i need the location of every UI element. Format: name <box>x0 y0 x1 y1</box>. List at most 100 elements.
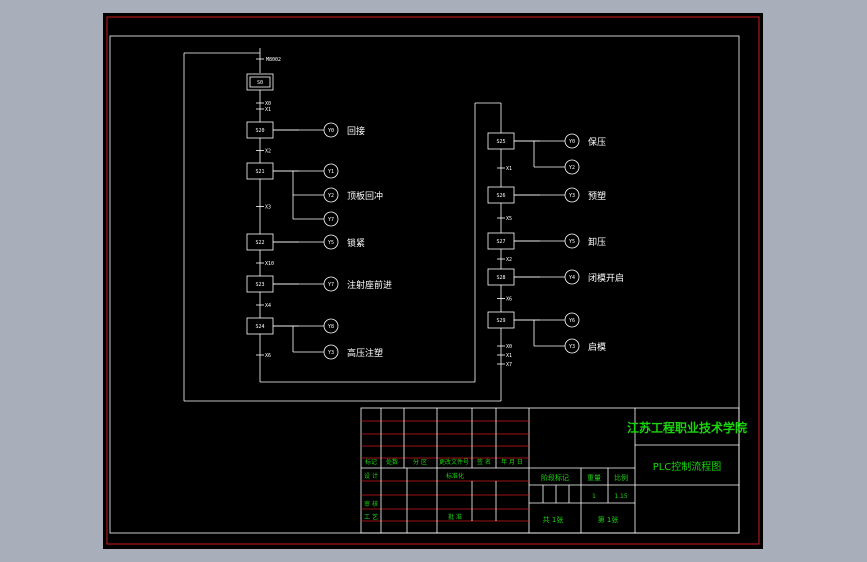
step-box <box>246 233 274 251</box>
label-stage-mark: 阶段标记 <box>541 473 569 482</box>
step-id: S29 <box>496 318 505 324</box>
output-name: Y4 <box>569 275 575 281</box>
transition-condition: X5 <box>506 216 512 222</box>
init-condition: M8002 <box>266 57 281 63</box>
output-action: 卸压 <box>588 236 606 248</box>
school-name: 江苏工程职业技术学院 <box>627 420 747 435</box>
output-name: Y2 <box>328 193 334 199</box>
output-circle <box>564 338 580 354</box>
step-id: S28 <box>496 275 505 281</box>
transition-condition: X10 <box>265 261 274 267</box>
output-circle <box>323 276 339 292</box>
sheet-number: 第 1张 <box>598 515 619 524</box>
label-scale: 比例 <box>614 473 628 482</box>
output-circle <box>323 187 339 203</box>
output-circle <box>564 187 580 203</box>
total-sheets: 共 1张 <box>543 515 564 524</box>
output-name: Y3 <box>569 193 575 199</box>
output-name: Y3 <box>328 350 334 356</box>
header-signature: 签 名 <box>477 458 491 466</box>
output-circle <box>323 211 339 227</box>
output-circle <box>323 344 339 360</box>
label-standardization: 标准化 <box>446 472 464 480</box>
step-box <box>487 132 515 150</box>
transition-condition: X0 <box>265 101 271 107</box>
output-circle <box>323 122 339 138</box>
outer-border <box>106 16 760 545</box>
output-name: Y6 <box>569 318 575 324</box>
output-action: 锁紧 <box>347 237 365 249</box>
step-id: S20 <box>255 128 264 134</box>
step-id: S26 <box>496 193 505 199</box>
step-box <box>487 232 515 250</box>
header-date: 年 月 日 <box>501 458 523 466</box>
step-box <box>246 317 274 335</box>
transition-condition: X1 <box>265 107 271 113</box>
output-action: 注射座前进 <box>347 279 392 291</box>
output-circle <box>564 233 580 249</box>
step-id: S27 <box>496 239 505 245</box>
output-name: Y0 <box>328 128 334 134</box>
output-circle <box>323 234 339 250</box>
title-block: 江苏工程职业技术学院 PLC控制流程图 标记 处数 分 区 更改文件号 签 名 … <box>360 407 747 534</box>
transition-condition: X7 <box>506 362 512 368</box>
header-change-doc: 更改文件号 <box>439 458 469 466</box>
transition-condition: X3 <box>265 205 271 211</box>
label-review: 审 核 <box>364 500 378 508</box>
output-action: 启模 <box>588 341 606 353</box>
output-name: Y3 <box>569 344 575 350</box>
label-design: 设 计 <box>364 472 378 480</box>
output-name: Y7 <box>328 282 334 288</box>
weight-value: 1 <box>592 493 596 500</box>
step-id: S24 <box>255 324 264 330</box>
step-box <box>487 268 515 286</box>
header-zone: 分 区 <box>413 458 427 466</box>
step-id: S25 <box>496 139 505 145</box>
output-action: 高压注塑 <box>347 347 383 359</box>
output-action: 闭模开启 <box>588 272 624 284</box>
output-circle <box>564 312 580 328</box>
header-count: 处数 <box>386 458 398 466</box>
scale-value: 1.15 <box>614 493 628 500</box>
transition-condition: X0 <box>506 344 512 350</box>
drawing-title: PLC控制流程图 <box>653 460 722 473</box>
transition-condition: X2 <box>506 257 512 263</box>
output-action: 顶板回冲 <box>347 190 383 202</box>
transition-condition: X4 <box>265 303 271 309</box>
step-box <box>487 186 515 204</box>
transition-condition: X2 <box>265 149 271 155</box>
step-box <box>487 311 515 329</box>
transition-condition: X6 <box>265 353 271 359</box>
step-id: S22 <box>255 240 264 246</box>
initial-step-id: S0 <box>257 80 263 86</box>
output-name: Y7 <box>328 217 334 223</box>
label-approve: 批 准 <box>448 513 462 521</box>
step-id: S21 <box>255 169 264 175</box>
output-name: Y8 <box>328 324 334 330</box>
step-box <box>246 275 274 293</box>
output-name: Y1 <box>328 169 334 175</box>
initial-step-inner <box>249 76 271 88</box>
label-weight: 重量 <box>587 474 601 482</box>
output-circle <box>323 318 339 334</box>
output-action: 预塑 <box>588 191 606 202</box>
transition-condition: X6 <box>506 297 512 303</box>
step-box <box>246 162 274 180</box>
header-mark: 标记 <box>365 458 377 466</box>
output-name: Y2 <box>569 165 575 171</box>
output-name: Y5 <box>328 240 334 246</box>
step-id: S23 <box>255 282 264 288</box>
output-name: Y5 <box>569 239 575 245</box>
output-circle <box>564 159 580 175</box>
output-name: Y0 <box>569 139 575 145</box>
output-circle <box>564 269 580 285</box>
label-process: 工 艺 <box>364 513 378 521</box>
transition-condition: X1 <box>506 166 512 172</box>
output-circle <box>564 133 580 149</box>
output-circle <box>323 163 339 179</box>
diagram-lines <box>183 48 565 402</box>
